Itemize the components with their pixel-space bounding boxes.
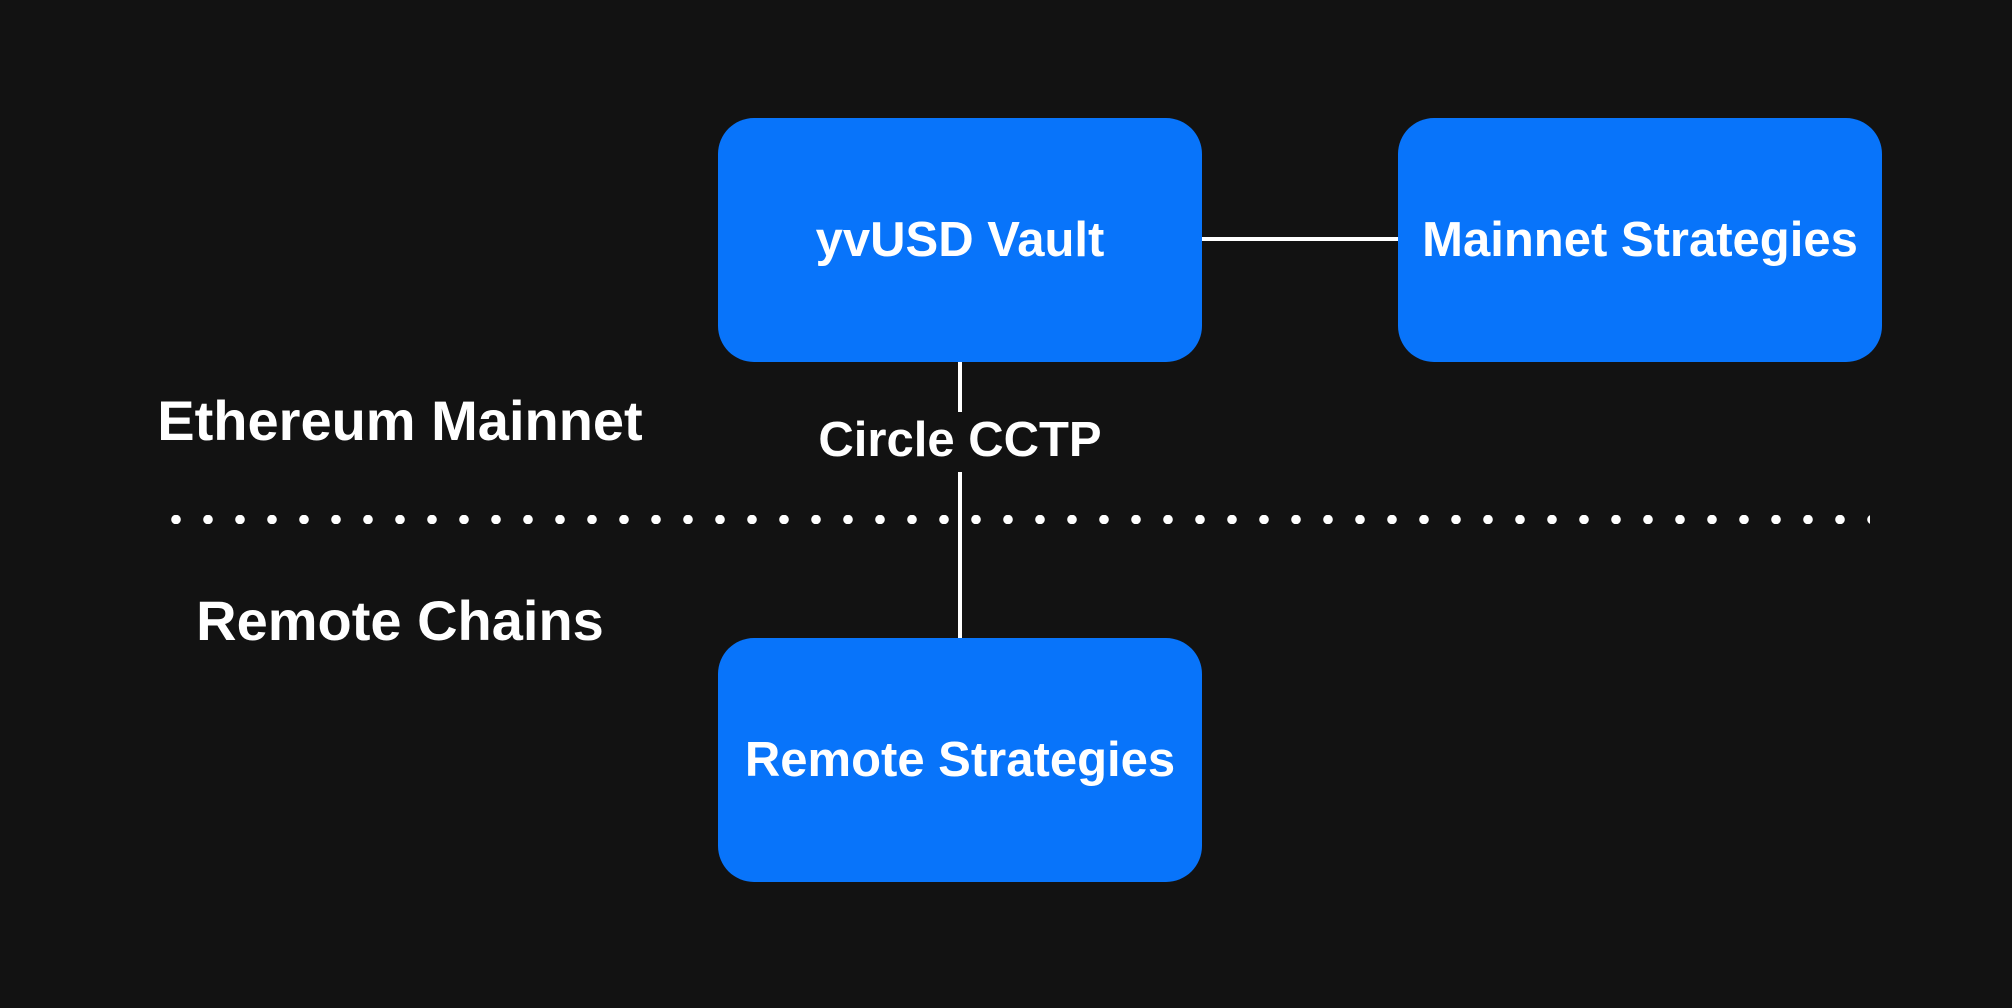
chain-boundary-divider xyxy=(160,515,1870,524)
connector-vault-to-mainnet-strategies xyxy=(1200,237,1400,241)
region-label-ethereum-mainnet: Ethereum Mainnet xyxy=(157,389,643,452)
mainnet-strategies-node: Mainnet Strategies xyxy=(1398,118,1882,362)
mainnet-strategies-node-label: Mainnet Strategies xyxy=(1422,213,1858,267)
connector-bridge-label-to-remote-strategies xyxy=(958,472,962,640)
vault-node-label: yvUSD Vault xyxy=(815,213,1105,267)
vault-node: yvUSD Vault xyxy=(718,118,1202,362)
bridge-edge-label: Circle CCTP xyxy=(818,413,1102,467)
remote-strategies-node: Remote Strategies xyxy=(718,638,1202,882)
region-label-remote-chains: Remote Chains xyxy=(196,589,604,652)
connector-vault-to-bridge-label xyxy=(958,360,962,412)
remote-strategies-node-label: Remote Strategies xyxy=(744,733,1176,787)
